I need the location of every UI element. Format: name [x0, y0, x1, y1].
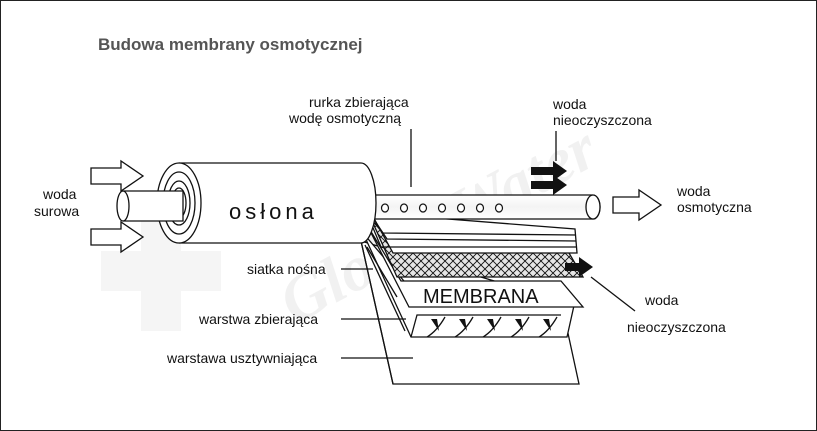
label-support-mesh: siatka nośna — [247, 261, 373, 277]
raw-water-arrows — [90, 159, 145, 254]
label-untreated-right: woda nieoczyszczona — [590, 276, 726, 335]
svg-text:nieoczyszczona: nieoczyszczona — [627, 319, 726, 335]
untreated-top-arrows — [531, 161, 567, 195]
svg-text:woda: woda — [676, 183, 711, 199]
label-untreated-top: woda nieoczyszczona — [552, 96, 652, 161]
tube-holes — [380, 203, 504, 213]
svg-text:woda: woda — [644, 292, 679, 308]
layer-edges — [360, 240, 406, 385]
diagram-title: Budowa membrany osmotycznej — [98, 35, 363, 54]
watermark-cross-icon — [101, 211, 221, 331]
label-raw-water: woda surowa — [34, 186, 79, 219]
collector-tube — [360, 194, 601, 220]
svg-text:wodę osmotyczną: wodę osmotyczną — [288, 110, 401, 126]
wound-sheets — [369, 212, 578, 254]
membrane-label: MEMBRANA — [423, 286, 539, 308]
raw-water-arrow-top-icon — [90, 159, 145, 193]
svg-text:nieoczyszczona: nieoczyszczona — [553, 112, 652, 128]
untreated-right-leader — [590, 276, 636, 312]
svg-text:warstwa zbierająca: warstwa zbierająca — [198, 311, 318, 327]
untreated-arrow-2-icon — [531, 175, 567, 195]
svg-text:siatka nośna: siatka nośna — [247, 261, 326, 277]
svg-text:warstawa usztywniająca: warstawa usztywniająca — [166, 350, 317, 366]
osmotic-water-arrow-icon — [612, 188, 663, 222]
label-stiffening-layer: warstawa usztywniająca — [166, 350, 413, 366]
svg-text:osmotyczna: osmotyczna — [677, 199, 752, 215]
label-collector-tube: rurka zbierająca wodę osmotyczną — [288, 94, 412, 187]
label-collecting-layer: warstwa zbierająca — [198, 311, 406, 327]
housing-label: osłona — [229, 199, 318, 224]
membrane-layers: MEMBRANA — [360, 212, 585, 385]
svg-text:rurka zbierająca: rurka zbierająca — [309, 94, 409, 110]
untreated-arrow-1-icon — [531, 161, 567, 181]
housing-cylinder: osłona — [156, 162, 377, 244]
label-osmotic-water: woda osmotyczna — [676, 183, 752, 215]
collecting-channels — [410, 314, 561, 338]
svg-text:woda: woda — [42, 186, 77, 202]
raw-water-arrow-bottom-icon — [90, 220, 145, 254]
svg-text:surowa: surowa — [34, 203, 79, 219]
inlet-pipe — [116, 190, 184, 222]
svg-text:woda: woda — [552, 96, 587, 112]
untreated-right-arrow-icon — [565, 257, 593, 277]
